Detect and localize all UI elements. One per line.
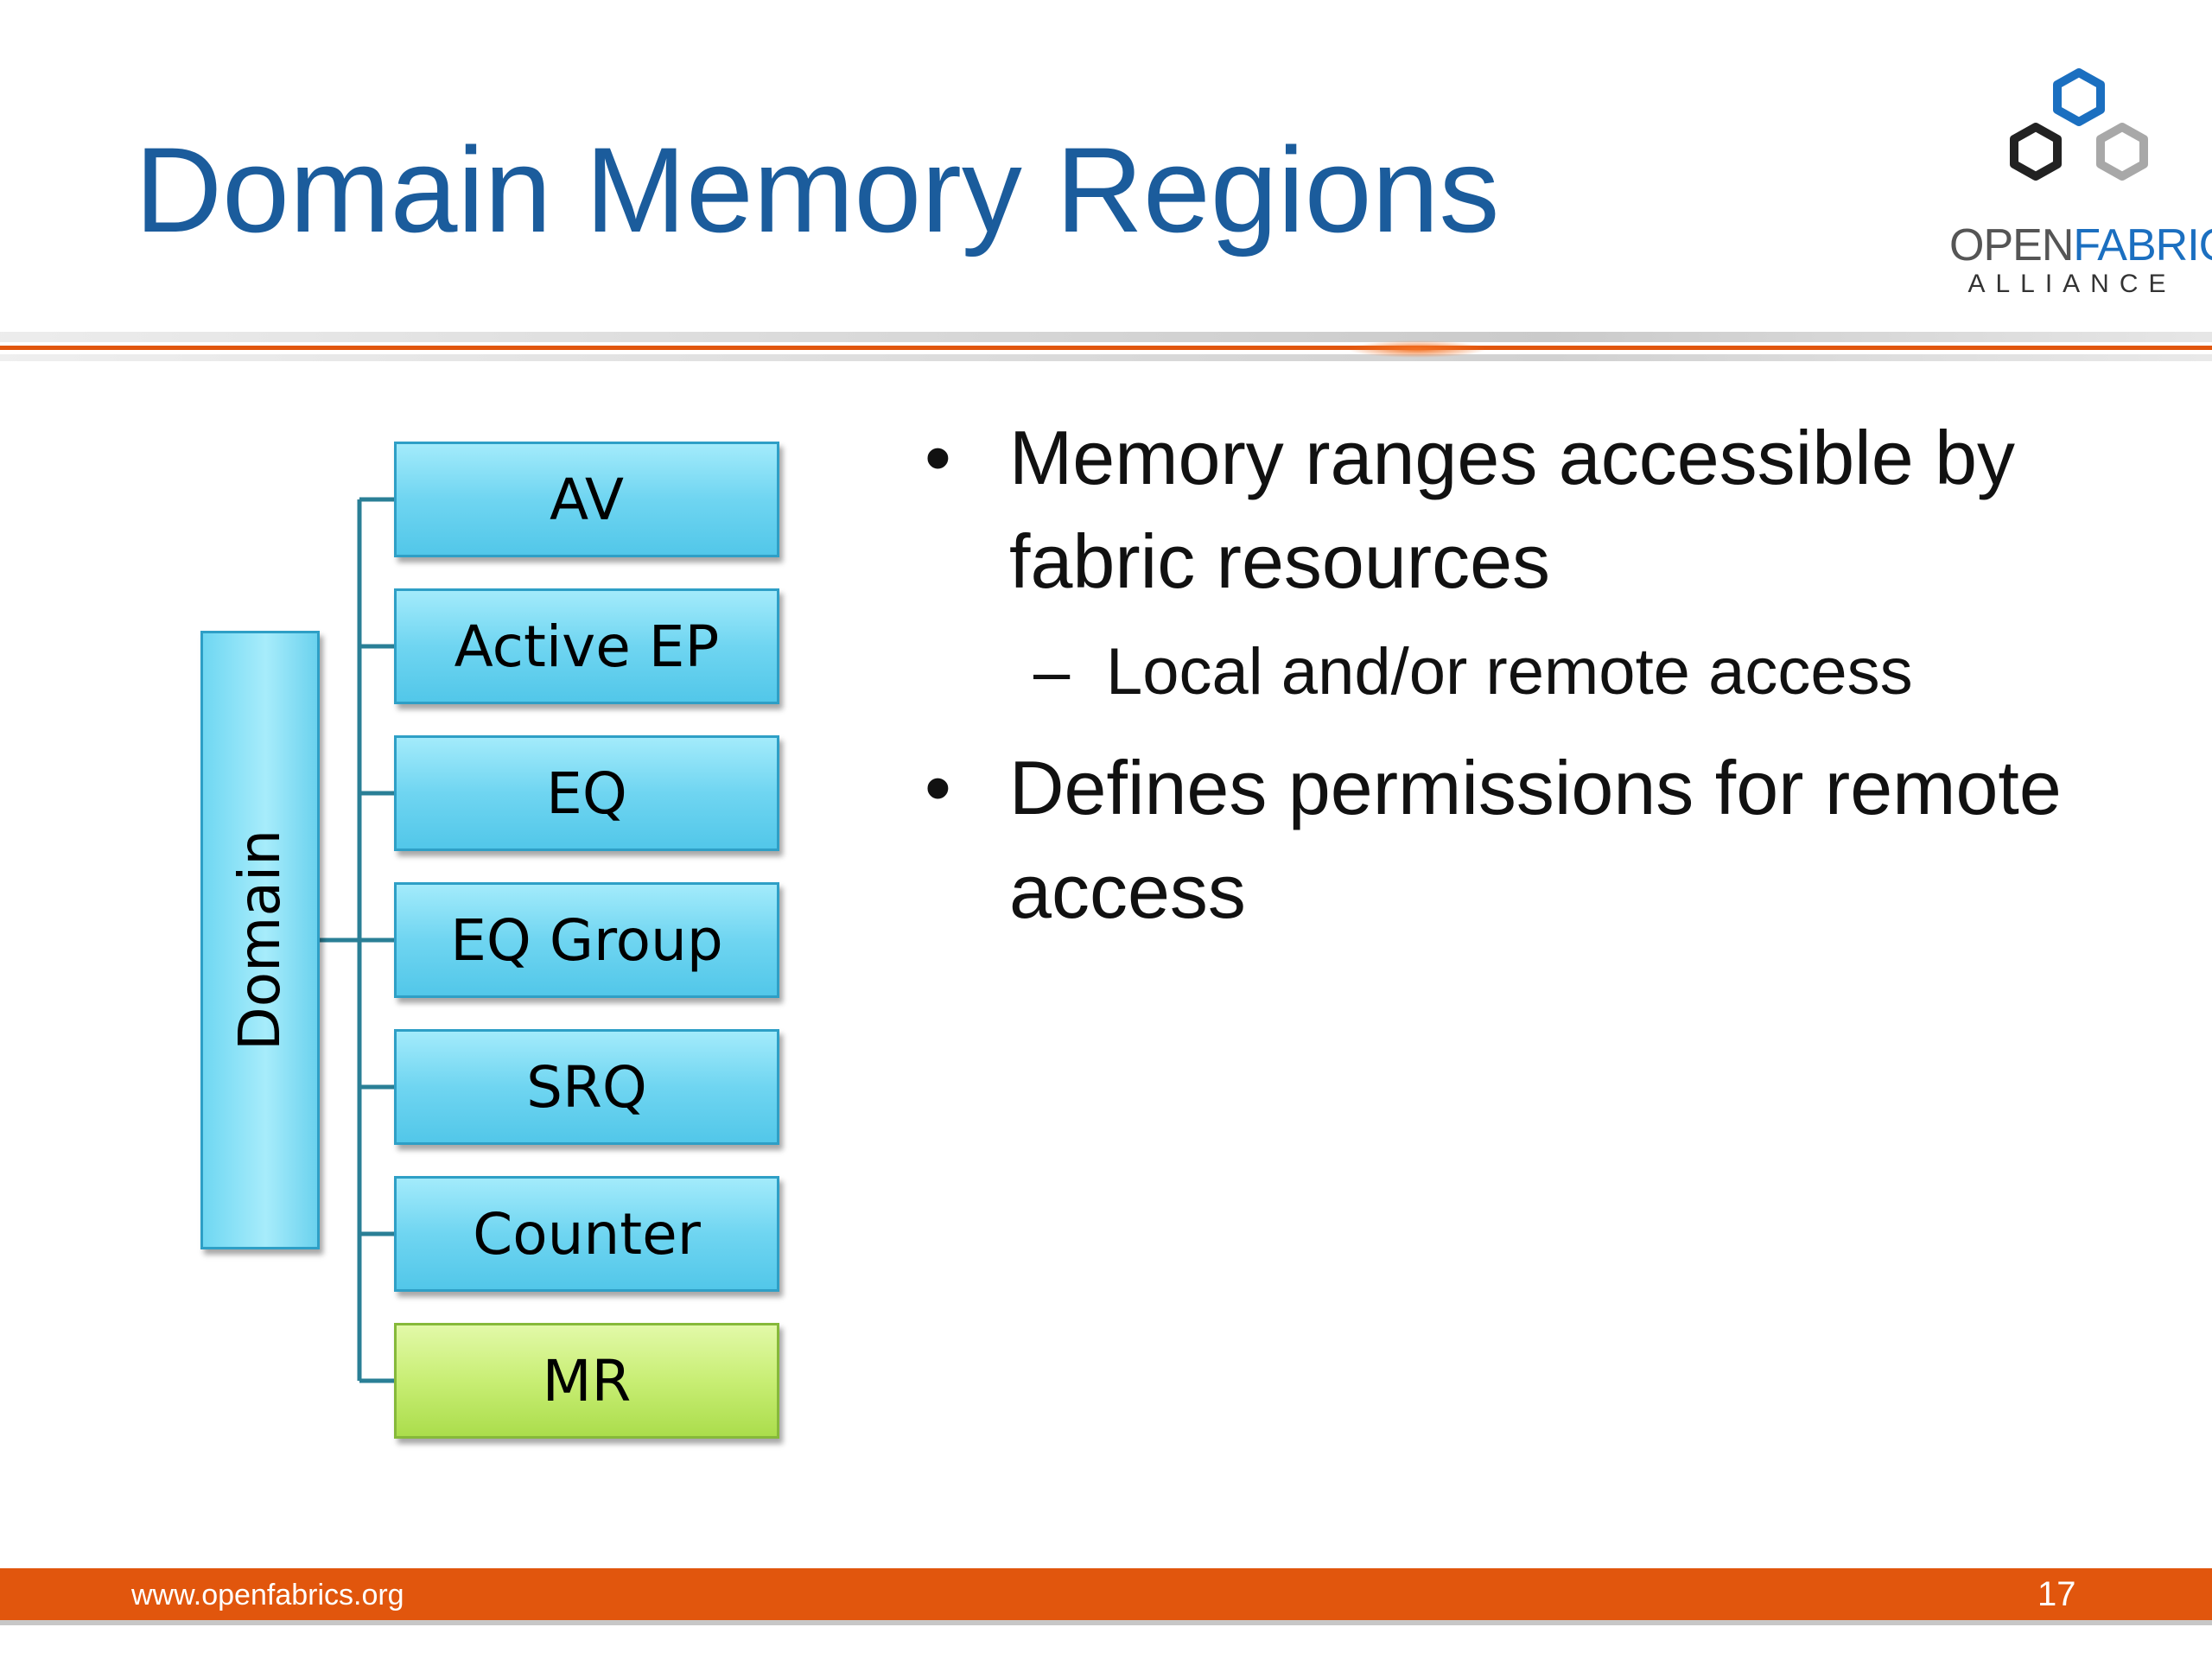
domain-tree-diagram: Domain AV Active EP EQ EQ Group SRQ Coun… — [0, 0, 864, 1659]
header-divider — [0, 332, 2212, 361]
domain-box — [200, 631, 320, 1249]
child-box-active-ep: Active EP — [394, 588, 779, 704]
logo-subtitle: ALLIANCE — [1967, 270, 2177, 298]
sub-bullet-item: Local and/or remote access — [916, 620, 2186, 724]
openfabrics-logo: OPENFABRICS ALLIANCE — [1936, 60, 2212, 311]
footer-shadow — [0, 1620, 2212, 1625]
logo-wordmark: OPENFABRICS — [1949, 220, 2212, 270]
child-box-srq: SRQ — [394, 1029, 779, 1145]
child-box-eq: EQ — [394, 735, 779, 851]
slide-title: Domain Memory Regions — [135, 122, 1500, 257]
tree-connectors — [320, 497, 394, 1383]
bullet-list: Memory ranges accessible by fabric resou… — [916, 406, 2186, 944]
child-box-av: AV — [394, 442, 779, 557]
domain-label: Domain — [226, 829, 293, 1052]
child-box-eq-group: EQ Group — [394, 882, 779, 998]
footer-url: www.openfabrics.org — [131, 1579, 404, 1611]
bullet-item: Defines permissions for remote access — [916, 736, 2186, 944]
child-box-mr: MR — [394, 1323, 779, 1439]
hexagon-logo-icon — [2010, 68, 2148, 181]
footer-bar: www.openfabrics.org 17 — [0, 1568, 2212, 1620]
page-number: 17 — [2037, 1575, 2076, 1613]
child-box-counter: Counter — [394, 1176, 779, 1292]
bullet-item: Memory ranges accessible by fabric resou… — [916, 406, 2186, 613]
